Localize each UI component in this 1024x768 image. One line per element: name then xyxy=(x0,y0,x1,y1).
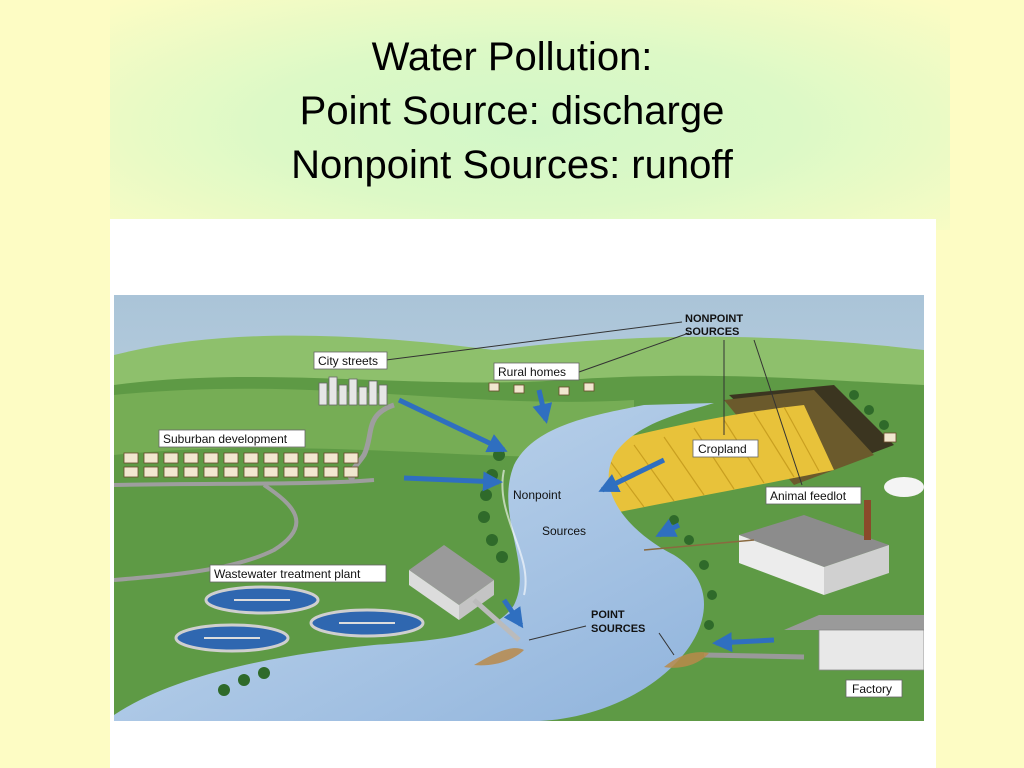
wastewater-tanks xyxy=(174,585,425,653)
label-suburban: Suburban development xyxy=(158,429,306,448)
callout-point-2 xyxy=(658,632,675,656)
arrow-cropland xyxy=(598,457,666,493)
nonpoint-sources-heading-2: SOURCES xyxy=(685,326,739,338)
title-line-2: Point Source: discharge xyxy=(299,89,725,133)
title-line-1: Water Pollution: xyxy=(371,35,653,79)
city-streets-text: City streets xyxy=(318,354,378,368)
road-suburb xyxy=(114,478,375,487)
label-rural-homes: Rural homes xyxy=(493,362,580,381)
label-wastewater: Wastewater treatment plant xyxy=(209,564,387,583)
road-lower xyxy=(114,483,299,582)
slide-title: Water Pollution: Point Source: discharge… xyxy=(0,30,1024,192)
factory-building xyxy=(703,615,924,671)
label-city-streets: City streets xyxy=(313,351,388,370)
city-buildings xyxy=(318,376,388,406)
sources-label: Sources xyxy=(542,524,586,538)
point-sources-heading-1: POINT xyxy=(591,609,625,621)
arrow-wastewater xyxy=(501,598,524,629)
pollution-diagram: City streets Rural homes Suburban develo… xyxy=(114,295,924,721)
callout-point-1 xyxy=(528,625,587,641)
plume-wastewater xyxy=(474,648,524,666)
arrow-factory xyxy=(712,632,775,653)
animal-feedlot-text: Animal feedlot xyxy=(770,489,847,503)
river xyxy=(114,403,714,721)
suburban-houses xyxy=(123,452,359,478)
suburban-text: Suburban development xyxy=(163,432,288,446)
nonpoint-sources-heading-1: NONPOINT xyxy=(685,313,743,325)
flow-arrows xyxy=(397,389,775,653)
fence xyxy=(643,539,755,551)
wastewater-building xyxy=(409,545,521,642)
rural-homes-text: Rural homes xyxy=(498,365,566,379)
feedlot-building xyxy=(739,477,924,595)
label-factory: Factory xyxy=(845,679,903,698)
cropland-text: Cropland xyxy=(698,442,747,456)
cropland-field xyxy=(554,405,834,515)
arrow-city xyxy=(397,397,508,453)
label-cropland: Cropland xyxy=(692,439,759,458)
callout-city xyxy=(385,321,683,361)
title-line-3: Nonpoint Sources: runoff xyxy=(291,143,733,187)
callout-rural xyxy=(578,332,690,373)
arrow-suburban xyxy=(403,471,503,492)
arrow-rural xyxy=(532,389,553,424)
label-animal-feedlot: Animal feedlot xyxy=(765,486,862,505)
callout-feedlot xyxy=(753,339,803,486)
arrow-feedlot xyxy=(655,518,681,538)
wastewater-text: Wastewater treatment plant xyxy=(214,567,361,581)
plume-factory xyxy=(664,652,709,668)
callout-lines xyxy=(385,321,803,656)
nonpoint-label: Nonpoint xyxy=(513,488,562,502)
rural-homes xyxy=(488,382,897,443)
point-sources-heading-2: SOURCES xyxy=(591,623,645,635)
factory-text: Factory xyxy=(852,682,892,696)
title-glow xyxy=(110,0,950,230)
